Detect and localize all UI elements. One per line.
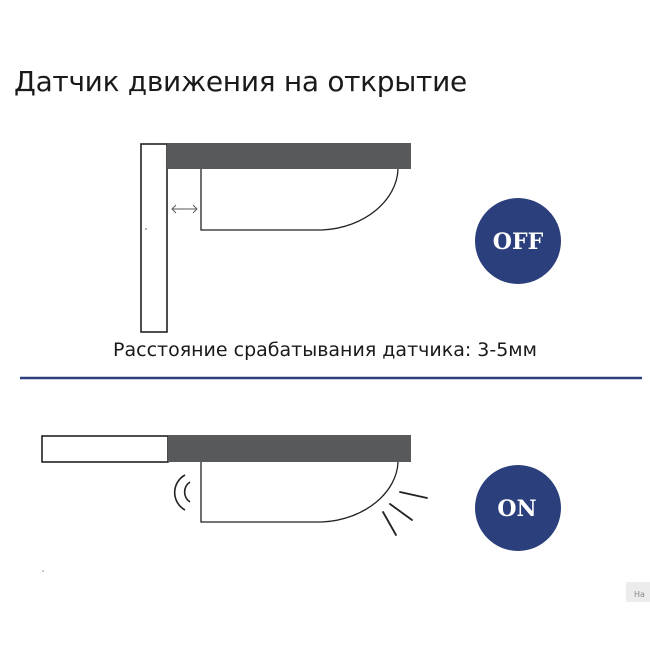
- door-panel-open: [41, 435, 169, 463]
- motion-waves-icon: [173, 474, 191, 511]
- sensor-body-off: [200, 168, 399, 231]
- door-panel-closed: [140, 143, 168, 333]
- off-badge-label: OFF: [493, 229, 544, 255]
- light-rays-icon: [382, 491, 428, 536]
- on-scene: ON: [41, 435, 561, 551]
- sensor-body-on: [200, 461, 399, 523]
- distance-arrow: [171, 204, 198, 214]
- trigger-distance-caption: Расстояние срабатывания датчика: 3-5мм: [113, 339, 537, 361]
- on-badge-label: ON: [497, 496, 536, 522]
- on-badge: [475, 465, 561, 551]
- corner-tab: Ha: [626, 582, 650, 602]
- cabinet-shelf-bottom: [168, 435, 411, 462]
- off-scene: OFF: [140, 143, 561, 333]
- off-badge: [475, 198, 561, 284]
- baseline-dot: [42, 570, 44, 572]
- page-title: Датчик движения на открытие: [14, 65, 467, 98]
- cabinet-shelf-top: [167, 143, 411, 169]
